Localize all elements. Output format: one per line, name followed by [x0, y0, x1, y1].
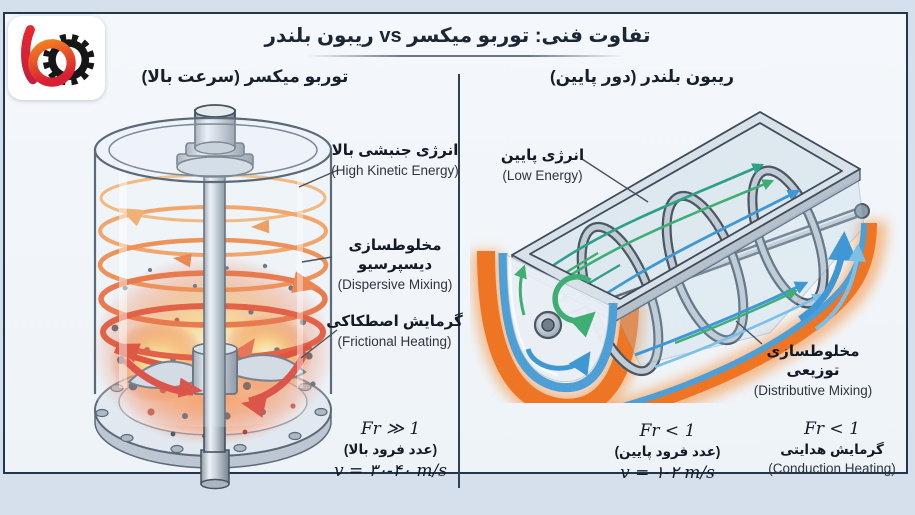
label-en: (Low Energy) — [502, 167, 583, 183]
label-fa: مخلوطسازی دیسپرسیو — [348, 237, 442, 273]
page-title: تفاوت فنی: توربو میکسر vs ریبون بلندر — [264, 25, 651, 47]
drive-shaft — [176, 104, 254, 453]
froude-number: Fr < 1 — [639, 421, 696, 441]
label-fa: انرژی جنبشی بالا — [331, 142, 459, 159]
brand-logo — [8, 16, 105, 100]
label-fa: مخلوطسازی توزیعی — [766, 343, 860, 379]
right-metrics: Fr < 1 (عدد فرود پایین) v = ۱-۲ m/s — [595, 420, 740, 484]
left-metrics: Fr ≫ 1 (عدد فرود بالا) v = ۳۰-۴۰ m/s — [318, 418, 463, 482]
b-gear-logo-icon — [20, 25, 94, 87]
column-divider — [458, 74, 460, 488]
label-high-kinetic-energy: انرژی جنبشی بالا (High Kinetic Energy) — [325, 142, 465, 180]
right-column-heading: ریبون بلندر (دور پایین) — [549, 67, 735, 86]
title-divider — [307, 55, 623, 57]
letter-b-swirl — [20, 25, 76, 87]
label-en: (Dispersive Mixing) — [337, 276, 453, 292]
label-dispersive-mixing: مخلوطسازی دیسپرسیو (Dispersive Mixing) — [320, 237, 470, 293]
label-en: (Distributive Mixing) — [753, 382, 873, 398]
label-fa: گرمایش اصطکاکی — [326, 313, 463, 330]
ribbon-blender-illustration — [471, 111, 887, 403]
bottom-flow-arrows — [122, 350, 309, 418]
turbo-mixer-illustration — [91, 104, 335, 490]
label-distributive-mixing: مخلوطسازی توزیعی (Distributive Mixing) — [738, 343, 888, 399]
label-en: (Frictional Heating) — [337, 333, 452, 349]
glass-vessel — [93, 116, 333, 427]
froude-note: (عدد فرود پایین) — [614, 444, 721, 460]
conduction-heating-block: Fr < 1 گرمایش هدایتی (Conduction Heating… — [758, 418, 906, 477]
froude-number: Fr < 1 — [804, 419, 860, 439]
label-frictional-heating: گرمایش اصطکاکی (Frictional Heating) — [322, 313, 467, 351]
shaft-end-bearing — [533, 310, 563, 340]
label-en: (High Kinetic Energy) — [331, 162, 459, 178]
froude-number: Fr ≫ 1 — [360, 419, 421, 439]
heating-fa: گرمایش هدایتی — [780, 442, 884, 458]
label-fa: انرژی پایین — [500, 147, 585, 164]
motor-cap — [194, 104, 236, 155]
heating-en: (Conduction Heating) — [768, 460, 896, 476]
velocity-value: v = ۱-۲ m/s — [620, 462, 715, 483]
froude-note: (عدد فرود بالا) — [343, 442, 438, 458]
label-low-energy: انرژی پایین (Low Energy) — [475, 147, 610, 185]
velocity-value: v = ۳۰-۴۰ m/s — [334, 460, 447, 481]
left-column-heading: توربو میکسر (سرعت بالا) — [141, 67, 349, 86]
